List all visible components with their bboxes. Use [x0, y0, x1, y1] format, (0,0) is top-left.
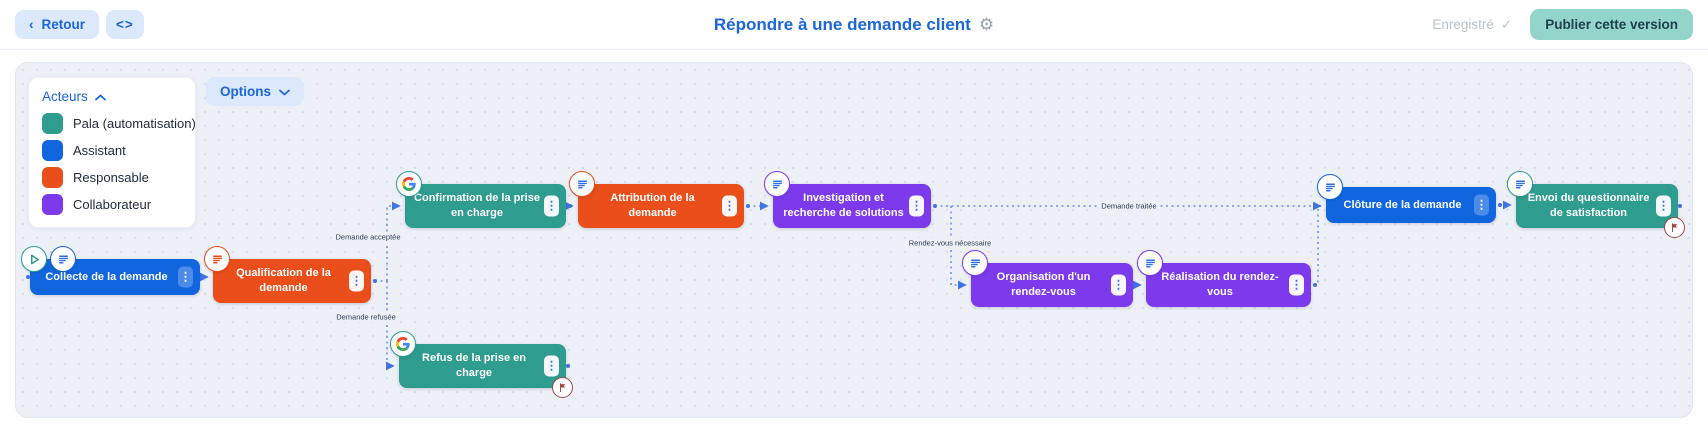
node-label: Qualification de la demande — [221, 266, 346, 296]
node-label: Réalisation du rendez-vous — [1154, 270, 1286, 300]
form-icon[interactable] — [1317, 174, 1343, 200]
actor-name: Collaborateur — [73, 197, 151, 212]
google-icon[interactable] — [396, 171, 422, 197]
workflow-node-refus[interactable]: Refus de la prise en charge ⋮ — [399, 344, 566, 388]
topbar: ‹ Retour <> Répondre à une demande clien… — [0, 0, 1708, 50]
node-label: Organisation d'un rendez-vous — [979, 270, 1108, 300]
node-menu-button[interactable]: ⋮ — [544, 196, 559, 217]
actor-color-swatch — [42, 194, 63, 215]
form-icon[interactable] — [50, 246, 76, 272]
back-button-label: Retour — [42, 17, 86, 32]
workflow-node-organisation[interactable]: Organisation d'un rendez-vous ⋮ — [971, 263, 1133, 307]
options-button[interactable]: Options — [206, 77, 304, 106]
edge-label-demande-refusee: Demande refusée — [333, 312, 399, 323]
actor-name: Pala (automatisation) — [73, 116, 196, 131]
google-icon[interactable] — [390, 331, 416, 357]
node-menu-button[interactable]: ⋮ — [349, 271, 364, 292]
end-flag-icon — [1664, 217, 1685, 238]
chevron-down-icon — [279, 84, 290, 99]
edge-label-demande-acceptee: Demande acceptée — [332, 232, 403, 243]
code-icon: <> — [116, 17, 134, 32]
form-icon[interactable] — [962, 250, 988, 276]
workflow-node-attribution[interactable]: Attribution de la demande ⋮ — [578, 184, 744, 228]
node-menu-button[interactable]: ⋮ — [722, 196, 737, 217]
node-menu-button[interactable]: ⋮ — [1656, 196, 1671, 217]
legend-title: Acteurs — [42, 89, 88, 104]
play-icon[interactable] — [21, 246, 47, 272]
node-label: Envoi du questionnaire de satisfaction — [1524, 191, 1653, 221]
node-label: Investigation et recherche de solutions — [781, 191, 906, 221]
chevron-up-icon — [95, 89, 106, 104]
node-label: Clôture de la demande — [1344, 198, 1462, 213]
actor-color-swatch — [42, 113, 63, 134]
publish-button[interactable]: Publier cette version — [1530, 9, 1693, 40]
actor-color-swatch — [42, 167, 63, 188]
workflow-node-cloture[interactable]: Clôture de la demande ⋮ — [1326, 187, 1496, 223]
node-menu-button[interactable]: ⋮ — [1111, 275, 1126, 296]
legend-item-collaborateur: Collaborateur — [42, 194, 182, 215]
node-menu-button[interactable]: ⋮ — [1474, 195, 1489, 216]
legend-header[interactable]: Acteurs — [42, 89, 182, 104]
actor-color-swatch — [42, 140, 63, 161]
form-icon[interactable] — [764, 171, 790, 197]
check-icon: ✓ — [1501, 17, 1512, 33]
node-label: Refus de la prise en charge — [407, 351, 541, 381]
node-menu-button[interactable]: ⋮ — [909, 196, 924, 217]
form-icon[interactable] — [1507, 171, 1533, 197]
workflow-node-collecte[interactable]: Collecte de la demande ⋮ — [30, 259, 200, 295]
node-label: Confirmation de la prise en charge — [413, 191, 541, 221]
code-view-button[interactable]: <> — [106, 10, 144, 39]
back-button[interactable]: ‹ Retour — [15, 10, 99, 39]
edge-label-demande-traitee: Demande traitée — [1098, 201, 1159, 212]
legend-item-assistant: Assistant — [42, 140, 182, 161]
end-flag-icon — [552, 377, 573, 398]
legend-item-pala: Pala (automatisation) — [42, 113, 182, 134]
node-menu-button[interactable]: ⋮ — [544, 356, 559, 377]
edge-label-rendez-vous-necessaire: Rendez-vous nécessaire — [906, 238, 995, 249]
workflow-node-investigation[interactable]: Investigation et recherche de solutions … — [773, 184, 931, 228]
workflow-node-qualification[interactable]: Qualification de la demande ⋮ — [213, 259, 371, 303]
chevron-left-icon: ‹ — [29, 17, 34, 32]
form-icon[interactable] — [204, 246, 230, 272]
node-menu-button[interactable]: ⋮ — [1289, 275, 1304, 296]
workflow-edges — [16, 63, 1693, 418]
node-label: Attribution de la demande — [586, 191, 719, 221]
page-title: Répondre à une demande client — [714, 15, 971, 35]
actor-name: Assistant — [73, 143, 126, 158]
form-icon[interactable] — [1137, 250, 1163, 276]
workflow-node-confirmation[interactable]: Confirmation de la prise en charge ⋮ — [405, 184, 566, 228]
legend-item-responsable: Responsable — [42, 167, 182, 188]
workflow-node-realisation[interactable]: Réalisation du rendez-vous ⋮ — [1146, 263, 1311, 307]
save-status: Enregistré ✓ — [1432, 17, 1512, 33]
node-menu-button[interactable]: ⋮ — [178, 267, 193, 288]
workflow-node-envoi[interactable]: Envoi du questionnaire de satisfaction ⋮ — [1516, 184, 1678, 228]
options-button-label: Options — [220, 84, 271, 99]
save-status-label: Enregistré — [1432, 17, 1494, 32]
form-icon[interactable] — [569, 171, 595, 197]
actors-legend: Acteurs Pala (automatisation) Assistant … — [28, 77, 196, 228]
workflow-canvas[interactable]: Demande acceptée Demande refusée Rendez-… — [15, 62, 1693, 418]
gear-icon[interactable]: ⚙ — [979, 15, 994, 35]
actor-name: Responsable — [73, 170, 149, 185]
